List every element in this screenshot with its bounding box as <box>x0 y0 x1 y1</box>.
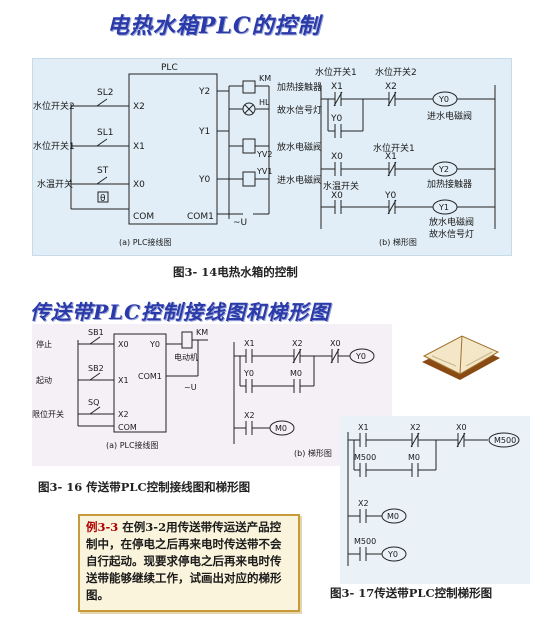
fig14-lad-top: 水位开关2 <box>375 66 417 78</box>
fig14-label-left: 水位开关1 <box>33 140 75 152</box>
fig14-cap-b: (b) 梯形图 <box>379 237 417 247</box>
fig16-input: X1 <box>118 376 129 385</box>
example-lead: 例3-3 <box>86 520 119 534</box>
fig14-load-name: 进水电磁阀 <box>277 174 322 186</box>
fig14-load: KM <box>259 74 271 83</box>
fig14-lad-x0b: X0 <box>331 191 343 201</box>
fig14-switch: ST <box>97 166 109 176</box>
fig14-lad-coil0-name: 进水电磁阀 <box>427 110 472 122</box>
fig14-caption: 图3- 14电热水箱的控制 <box>173 265 298 279</box>
fig17-coil-y0: Y0 <box>387 550 398 559</box>
fig16-c-x0: X0 <box>330 339 341 348</box>
fig14-lad-coil1: Y1 <box>438 203 449 212</box>
fig16-c-y0: Y0 <box>243 369 254 378</box>
fig16-input: X0 <box>118 340 129 349</box>
fig16-source: ~U <box>184 383 197 392</box>
fig16-coil-y0: Y0 <box>355 352 366 361</box>
fig14-source: ~U <box>233 218 247 228</box>
fig14-switch: SL2 <box>97 88 113 98</box>
fig17-diagram: X1 X2 X0 M500 M500 M0 X2 M0 M500 Y0 <box>347 423 520 566</box>
fig14-output: Y1 <box>198 127 210 137</box>
fig14-input: X2 <box>133 102 145 112</box>
fig17-coil-m0: M0 <box>387 512 399 521</box>
fig16-diagram: 停止 起动 限位开关 SB1 SB2 SQ X0 X1 X2 COM Y0 CO… <box>32 328 375 458</box>
fig14-output: Y0 <box>198 175 210 185</box>
fig16-c-x2b: X2 <box>244 411 255 420</box>
fig14-load-name: 放水电磁阀 <box>277 141 322 153</box>
fig14-lad-c2: X2 <box>385 82 397 92</box>
fig14-lad-c1: X1 <box>331 82 343 92</box>
fig17-panel: X1 X2 X0 M500 M500 M0 X2 M0 M500 Y0 <box>340 416 530 584</box>
fig14-output: Y2 <box>198 87 210 97</box>
fig14-lad-mid: 水位开关1 <box>373 142 415 154</box>
fig16-switch: SB1 <box>88 328 104 337</box>
fig14-input: X0 <box>133 180 145 190</box>
fig16-input: COM <box>118 423 137 432</box>
fig14-lad-x1: X1 <box>385 152 397 162</box>
fig16-label: 起动 <box>36 375 52 385</box>
fig14-switch: SL1 <box>97 128 113 138</box>
fig14-label-left: 水温开关 <box>37 178 73 190</box>
fig14-thermo: θ <box>100 194 106 204</box>
fig14-cap-a: (a) PLC接线图 <box>119 237 172 247</box>
fig14-plc: PLC <box>161 63 178 73</box>
fig14-lad-y0: Y0 <box>330 114 342 124</box>
fig16-c-x1: X1 <box>244 339 255 348</box>
fig16-coil-m0: M0 <box>275 424 287 433</box>
fig14-input: COM <box>133 212 154 222</box>
fig17-caption: 图3- 17传送带PLC控制梯形图 <box>330 586 493 600</box>
fig14-lad-wt: 水温开关 <box>323 180 359 192</box>
fig16-label: 停止 <box>36 339 52 349</box>
fig14-diagram: PLC 水位开关2 水位开关1 水温开关 SL2 SL1 ST θ X2 X1 … <box>33 63 496 247</box>
fig14-panel: PLC 水位开关2 水位开关1 水温开关 SL2 SL1 ST θ X2 X1 … <box>32 58 512 256</box>
fig16-c-m0: M0 <box>290 369 302 378</box>
fig17-c-x1: X1 <box>358 423 369 432</box>
fig16-panel: 停止 起动 限位开关 SB1 SB2 SQ X0 X1 X2 COM Y0 CO… <box>32 324 392 466</box>
fig17-c-x2b: X2 <box>358 499 369 508</box>
fig16-motor: 电动机 <box>174 352 198 362</box>
fig17-c-x2: X2 <box>410 423 421 432</box>
fig16-switch: SQ <box>88 398 99 407</box>
fig14-lad-x0: X0 <box>331 152 343 162</box>
fig14-load: YV2 <box>256 150 272 159</box>
fig16-c-x2: X2 <box>292 339 303 348</box>
fig14-lad-coil2: Y2 <box>438 165 449 174</box>
fig17-c-m500: M500 <box>354 453 376 462</box>
example-text: 在例3-2用传送带传运送产品控制中，在停电之后再来电时传送带不会自行起动。现要求… <box>86 520 282 602</box>
fig14-label-left: 水位开关2 <box>33 100 75 112</box>
fig14-load: HL <box>259 98 270 107</box>
top-title: 电热水箱PLC的控制 <box>107 13 321 39</box>
fig16-input: X2 <box>118 410 129 419</box>
fig14-lad-y0b: Y0 <box>384 191 396 201</box>
example-note: 例3-3 在例3-2用传送带传运送产品控制中，在停电之后再来电时传送带不会自行起… <box>78 514 300 612</box>
fig14-output: COM1 <box>187 212 214 222</box>
book-icon <box>422 335 500 380</box>
fig14-lad-coil0: Y0 <box>438 95 449 104</box>
fig14-lad-coil2-name: 加热接触器 <box>427 178 472 190</box>
fig14-load-name: 故水信号灯 <box>277 104 322 116</box>
fig16-cap-b: (b) 梯形图 <box>294 448 332 458</box>
fig14-lad-coil1-name: 故水信号灯 <box>429 228 474 240</box>
fig16-label: 限位开关 <box>32 409 64 419</box>
fig17-coil-m500: M500 <box>494 436 516 445</box>
fig16-cap-a: (a) PLC接线图 <box>106 440 159 450</box>
mid-title: 传送带PLC控制接线图和梯形图 <box>30 300 331 324</box>
fig14-load-name: 加热接触器 <box>277 81 322 93</box>
fig14-load: YV1 <box>256 167 272 176</box>
fig16-km: KM <box>196 328 208 337</box>
fig14-lad-coil1-name: 放水电磁阀 <box>429 216 474 228</box>
fig17-c-m500b: M500 <box>354 537 376 546</box>
fig17-c-x0: X0 <box>456 423 467 432</box>
fig16-switch: SB2 <box>88 364 104 373</box>
fig14-lad-top: 水位开关1 <box>315 66 357 78</box>
fig14-input: X1 <box>133 142 145 152</box>
fig17-c-m0: M0 <box>408 453 420 462</box>
fig16-output: Y0 <box>149 340 160 349</box>
fig16-output: COM1 <box>138 372 162 381</box>
fig16-caption: 图3- 16 传送带PLC控制接线图和梯形图 <box>38 480 251 494</box>
